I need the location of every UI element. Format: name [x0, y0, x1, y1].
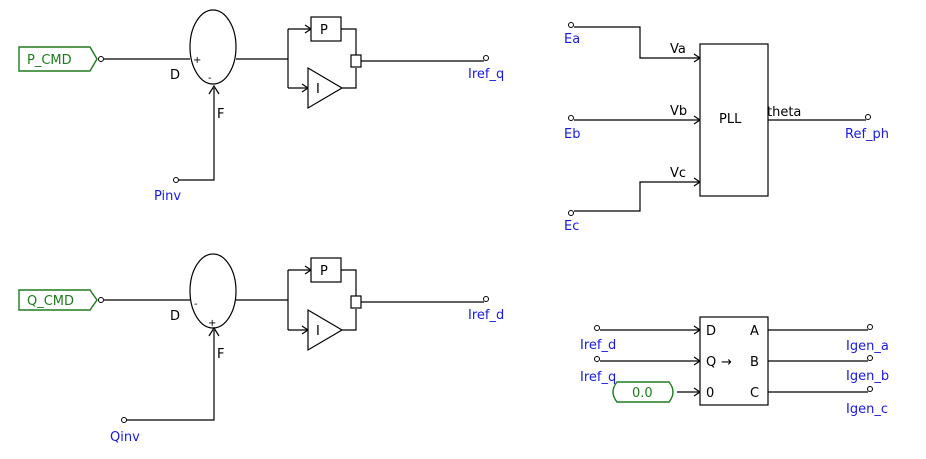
p-summer-d-label: D: [170, 68, 180, 83]
p-summer-f-label: F: [217, 107, 224, 122]
iref-q-in-label: Iref_q: [580, 370, 616, 385]
svg-text:P: P: [320, 23, 328, 38]
pll-va-label: Va: [670, 42, 686, 57]
p-loop-adder: [350, 54, 362, 68]
igen-b-label: Igen_b: [846, 369, 889, 384]
pll-block[interactable]: PLL: [699, 43, 769, 197]
pll-vc-label: Vc: [670, 166, 686, 181]
pll-vb-label: Vb: [670, 104, 687, 119]
pinv-label: Pinv: [154, 189, 181, 204]
svg-text:0: 0: [706, 386, 714, 401]
dq-arrow: →: [721, 355, 732, 370]
p-loop-proportional[interactable]: P: [310, 16, 342, 42]
q-loop-adder: [350, 295, 362, 309]
q-summer[interactable]: - +: [189, 253, 237, 329]
igen-a-label: Igen_a: [846, 339, 889, 354]
p-loop: P_CMD + - D F Pinv P I: [18, 9, 504, 204]
svg-text:-: -: [208, 73, 212, 84]
iref-d-out-label: Iref_d: [468, 308, 504, 323]
q-loop-integral[interactable]: I: [307, 308, 344, 352]
svg-text:-: -: [194, 299, 198, 310]
svg-text:I: I: [316, 324, 320, 339]
svg-text:A: A: [750, 324, 759, 339]
svg-text:D: D: [706, 324, 716, 339]
igen-c-label: Igen_c: [846, 402, 888, 417]
q-cmd-label: Q_CMD: [27, 294, 74, 309]
p-loop-integral[interactable]: I: [307, 66, 344, 110]
p-cmd-label: P_CMD: [27, 53, 72, 68]
zero-constant-source[interactable]: 0.0: [612, 381, 674, 403]
svg-text:+: +: [193, 55, 201, 66]
p-summer[interactable]: + -: [189, 9, 237, 85]
svg-text:C: C: [750, 386, 759, 401]
pll-title: PLL: [719, 112, 742, 127]
p-cmd-source[interactable]: P_CMD: [18, 46, 104, 72]
iref-d-in-label: Iref_d: [580, 338, 616, 353]
ec-label: Ec: [564, 219, 579, 234]
pll-section: Ea Va Eb Vb Ec Vc PLL theta Ref_ph: [564, 22, 889, 234]
q-summer-d-label: D: [170, 309, 180, 324]
dq-to-abc-section: Iref_d Iref_q 0.0 D Q 0 → A B C Igen_a I…: [580, 316, 889, 417]
eb-label: Eb: [564, 127, 580, 142]
svg-text:0.0: 0.0: [632, 386, 653, 401]
ea-label: Ea: [564, 32, 580, 47]
svg-text:+: +: [208, 318, 216, 329]
q-loop: Q_CMD - + D F Qinv P I: [18, 253, 504, 445]
svg-text:I: I: [316, 82, 320, 97]
svg-text:P: P: [320, 264, 328, 279]
svg-text:Q: Q: [706, 355, 716, 370]
pll-theta-label: theta: [767, 105, 801, 120]
ref-ph-label: Ref_ph: [845, 127, 889, 142]
qinv-label: Qinv: [110, 430, 140, 445]
svg-text:B: B: [750, 355, 759, 370]
iref-q-out-label: Iref_q: [468, 67, 504, 82]
q-cmd-source[interactable]: Q_CMD: [18, 289, 104, 311]
dq-transform-block[interactable]: D Q 0 → A B C: [699, 316, 769, 406]
q-summer-f-label: F: [217, 347, 224, 362]
q-loop-proportional[interactable]: P: [310, 257, 342, 283]
